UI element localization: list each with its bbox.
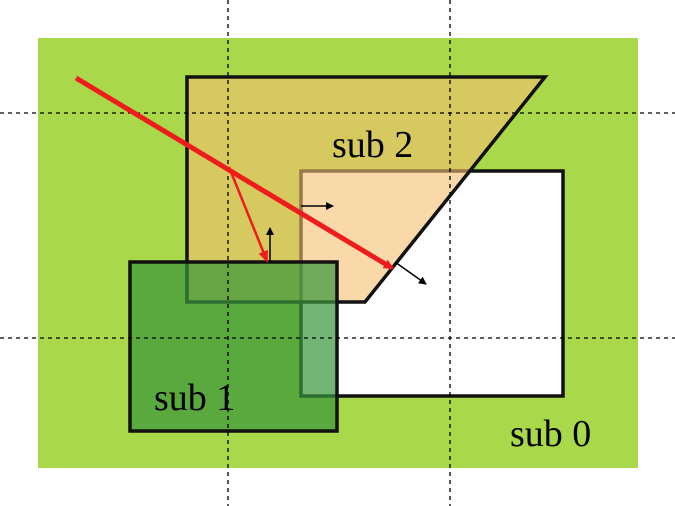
incident-ray [74,75,394,271]
sub1-label: sub 1 [154,377,235,419]
sub0-label: sub 0 [510,413,591,455]
reflected-ray [227,166,269,263]
sub2-label: sub 2 [332,124,413,166]
sub1-region [128,260,339,433]
normal-arrow-diagonal [394,261,427,285]
sub2-region [185,75,549,304]
